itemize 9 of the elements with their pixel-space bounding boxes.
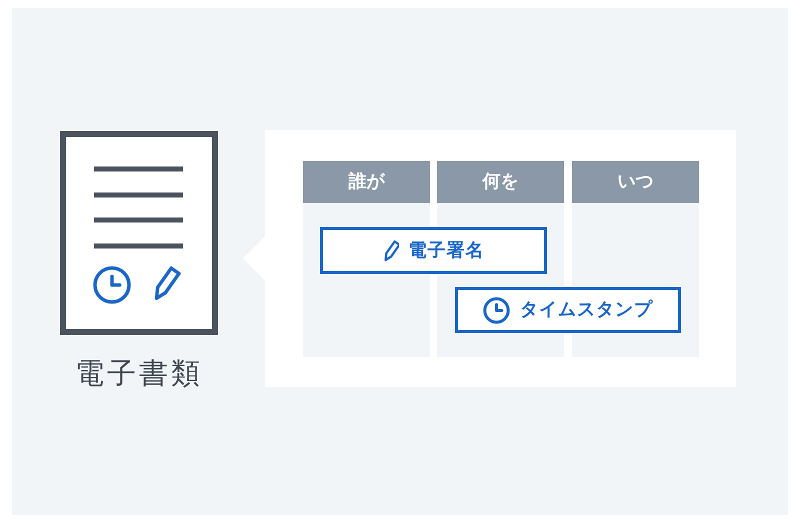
column-header: いつ (572, 161, 699, 203)
tag-text: 電子署名 (408, 238, 484, 262)
column-header: 誰が (303, 161, 430, 203)
column-header: 何を (437, 161, 564, 203)
outlined-tag (455, 287, 681, 333)
document-label: 電子書類 (74, 355, 204, 392)
tag-text: タイムスタンプ (520, 298, 653, 322)
speech-bubble (243, 130, 736, 387)
outlined-tag (320, 227, 547, 274)
